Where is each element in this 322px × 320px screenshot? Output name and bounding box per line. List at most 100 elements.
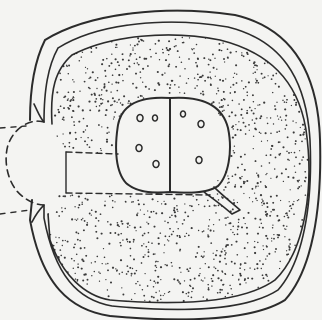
stipple-dot [208, 266, 210, 268]
stipple-dot [62, 240, 64, 242]
stipple-dot [48, 301, 50, 303]
stipple-dot [70, 306, 72, 308]
stipple-dot [115, 44, 117, 46]
stipple-dot [271, 238, 272, 239]
stipple-dot [230, 229, 231, 230]
stipple-dot [247, 277, 249, 279]
stipple-dot [217, 277, 219, 279]
stipple-dot [108, 65, 110, 67]
stipple-dot [70, 38, 71, 39]
stipple-dot [227, 104, 229, 106]
stipple-dot [89, 76, 91, 78]
stipple-dot [104, 83, 106, 85]
stipple-dot [299, 163, 301, 165]
stipple-dot [262, 263, 264, 265]
stipple-dot [313, 275, 315, 277]
stipple-dot [217, 193, 219, 195]
stipple-dot [164, 244, 165, 245]
stipple-dot [305, 239, 307, 241]
stipple-dot [80, 46, 82, 48]
stipple-dot [265, 235, 267, 237]
stipple-dot [105, 263, 106, 264]
stipple-dot [274, 309, 275, 310]
stipple-dot [290, 205, 292, 207]
stipple-dot [287, 159, 289, 161]
stipple-dot [169, 228, 171, 230]
stipple-dot [254, 218, 256, 220]
stipple-dot [196, 252, 198, 254]
stipple-dot [119, 273, 121, 275]
stipple-dot [71, 218, 73, 220]
stipple-dot [254, 246, 256, 248]
stipple-dot [256, 173, 257, 174]
stipple-dot [311, 302, 313, 304]
stipple-dot [233, 150, 234, 151]
stipple-dot [244, 278, 246, 280]
stipple-dot [296, 292, 298, 294]
stipple-dot [246, 91, 248, 93]
stipple-dot [292, 203, 294, 205]
stipple-dot [297, 34, 298, 35]
stipple-dot [265, 47, 267, 49]
stipple-dot [270, 154, 272, 156]
stipple-dot [153, 296, 155, 298]
stipple-dot [174, 84, 176, 86]
stipple-dot [276, 177, 278, 179]
stipple-dot [81, 219, 83, 221]
stipple-dot [286, 151, 287, 152]
stipple-dot [310, 50, 312, 52]
stipple-dot [176, 235, 178, 237]
stipple-dot [256, 200, 257, 201]
stipple-dot [86, 224, 87, 225]
stipple-dot [78, 121, 80, 123]
stipple-dot [303, 74, 305, 76]
stipple-dot [183, 219, 185, 221]
stipple-dot [313, 40, 315, 42]
stipple-dot [260, 133, 261, 134]
stipple-dot [64, 95, 66, 97]
stipple-dot [190, 286, 191, 287]
stipple-dot [261, 223, 262, 224]
stipple-dot [296, 61, 298, 63]
stipple-dot [121, 287, 122, 288]
stipple-dot [118, 304, 120, 306]
stipple-dot [69, 146, 70, 147]
stipple-dot [199, 268, 200, 269]
stipple-dot [251, 188, 253, 190]
stipple-dot [284, 108, 286, 110]
stipple-dot [176, 209, 178, 211]
stipple-dot [168, 65, 170, 67]
stipple-dot [122, 53, 124, 55]
stipple-dot [179, 249, 181, 251]
stipple-dot [98, 271, 99, 272]
stipple-dot [110, 91, 111, 92]
stipple-dot [293, 201, 294, 202]
stipple-dot [234, 234, 235, 235]
stipple-dot [237, 167, 239, 169]
stipple-dot [176, 221, 177, 222]
stipple-dot [74, 297, 76, 299]
stipple-dot [105, 75, 107, 77]
stipple-dot [169, 236, 171, 238]
stipple-dot [164, 72, 165, 73]
stipple-dot [187, 215, 189, 217]
stipple-dot [90, 36, 92, 38]
stipple-dot [297, 287, 299, 289]
stipple-dot [208, 287, 209, 288]
stipple-dot [252, 119, 254, 121]
stipple-dot [40, 91, 42, 93]
stipple-dot [244, 169, 246, 171]
stipple-dot [157, 261, 158, 262]
stipple-dot [277, 237, 279, 239]
stipple-dot [94, 93, 96, 95]
stipple-dot [247, 95, 248, 96]
stipple-dot [284, 70, 286, 72]
stipple-dot [75, 42, 77, 44]
stipple-dot [126, 238, 128, 240]
stipple-dot [203, 57, 205, 59]
stipple-dot [143, 40, 145, 42]
stipple-dot [270, 117, 271, 118]
stipple-dot [69, 132, 71, 134]
stipple-dot [49, 126, 51, 128]
stipple-dot [110, 303, 112, 305]
